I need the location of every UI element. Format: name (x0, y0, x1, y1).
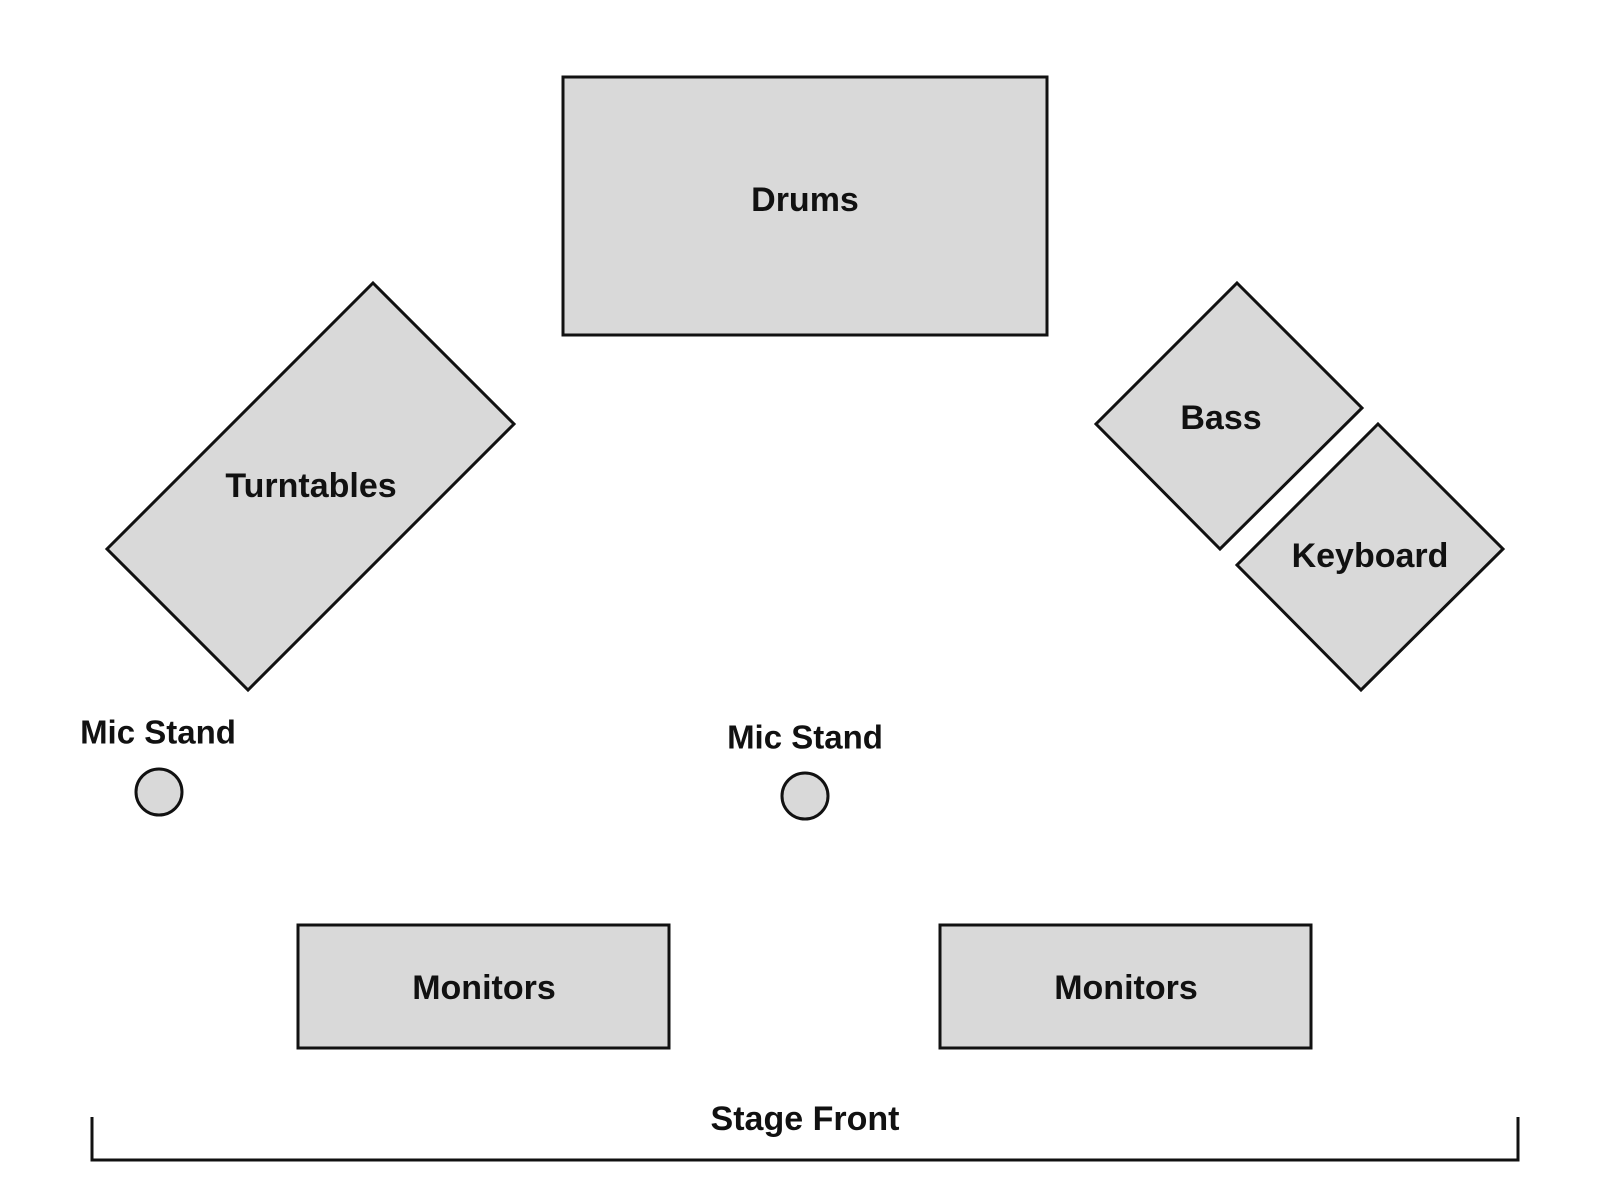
bass-position: Bass (1093, 280, 1365, 552)
bass-label: Bass (1180, 399, 1261, 437)
drums-label: Drums (751, 181, 859, 219)
keyboard-label: Keyboard (1292, 537, 1449, 575)
mic-stand-center: Mic Stand (727, 719, 883, 821)
bass-box (1093, 280, 1365, 552)
drums-box (561, 75, 1049, 337)
drums-riser: Drums (561, 75, 1049, 337)
mic-stand-left: Mic Stand (80, 714, 236, 817)
monitors-right: Monitors (938, 923, 1313, 1050)
turntables-table: Turntables (104, 280, 517, 693)
mic-stand-left-label: Mic Stand (80, 714, 236, 751)
turntables-label: Turntables (225, 467, 396, 505)
mic-stand-center-label: Mic Stand (727, 719, 883, 756)
turntables-box (104, 280, 517, 693)
monitors-right-box (938, 923, 1313, 1050)
monitors-left-label: Monitors (412, 969, 556, 1007)
keyboard-position: Keyboard (1234, 421, 1506, 693)
stage-front-label: Stage Front (711, 1100, 900, 1138)
stage-front: Stage Front (90, 1100, 1520, 1162)
mic-stand-center-icon (780, 771, 830, 821)
monitors-left-box (296, 923, 671, 1050)
mic-stand-left-icon (134, 767, 184, 817)
keyboard-box (1234, 421, 1506, 693)
stage-front-bracket (90, 1117, 1520, 1162)
monitors-left: Monitors (296, 923, 671, 1050)
monitors-right-label: Monitors (1054, 969, 1198, 1007)
